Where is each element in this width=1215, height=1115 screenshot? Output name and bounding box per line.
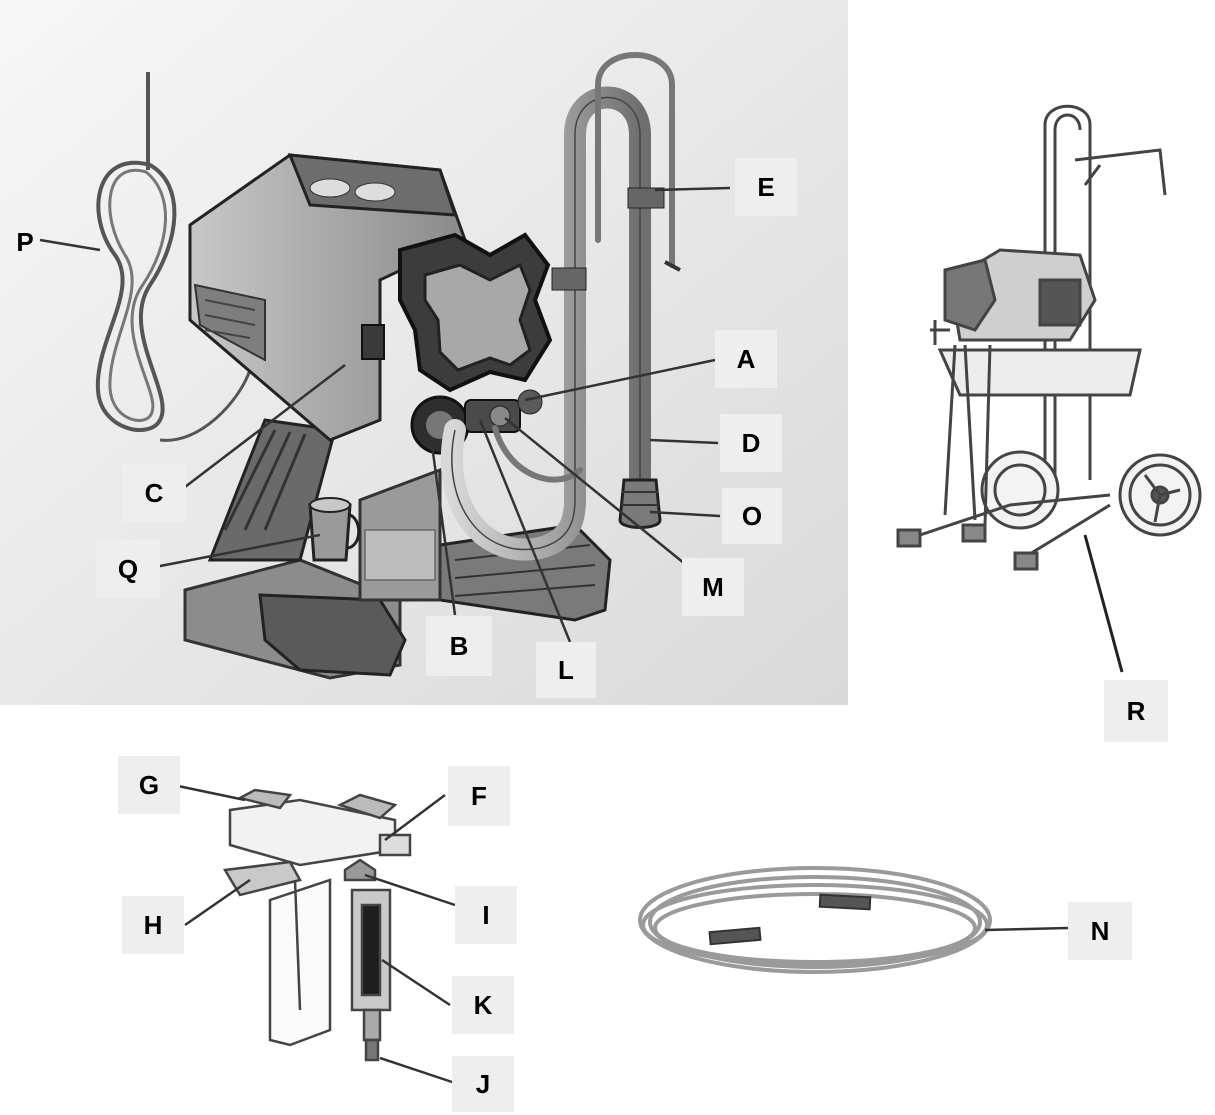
sprayer-unit xyxy=(95,52,681,680)
label-G: G xyxy=(118,756,180,814)
inlet-filter xyxy=(618,478,662,529)
label-C: C xyxy=(122,464,186,522)
label-A: A xyxy=(715,330,777,388)
gun-leader-lines xyxy=(177,784,456,1085)
label-N: N xyxy=(1068,902,1132,960)
label-M: M xyxy=(682,558,744,616)
label-J: J xyxy=(452,1056,514,1112)
cart-illustration xyxy=(896,104,1202,673)
label-B: B xyxy=(426,616,492,676)
label-F: F xyxy=(448,766,510,826)
label-E: E xyxy=(735,158,797,216)
label-R: R xyxy=(1104,680,1168,742)
power-cord xyxy=(95,72,252,442)
label-Q: Q xyxy=(96,540,160,598)
label-K: K xyxy=(452,976,514,1034)
label-O: O xyxy=(722,488,782,544)
label-I: I xyxy=(455,886,517,944)
spray-gun-illustration xyxy=(222,788,412,1062)
label-P: P xyxy=(16,226,34,257)
label-D: D xyxy=(720,414,782,472)
hose-illustration xyxy=(638,866,1069,974)
label-L: L xyxy=(536,642,596,698)
pressure-switch xyxy=(361,324,385,360)
label-H: H xyxy=(122,896,184,954)
return-tube xyxy=(492,52,675,483)
leader-lines xyxy=(39,186,731,643)
bucket xyxy=(308,497,361,562)
